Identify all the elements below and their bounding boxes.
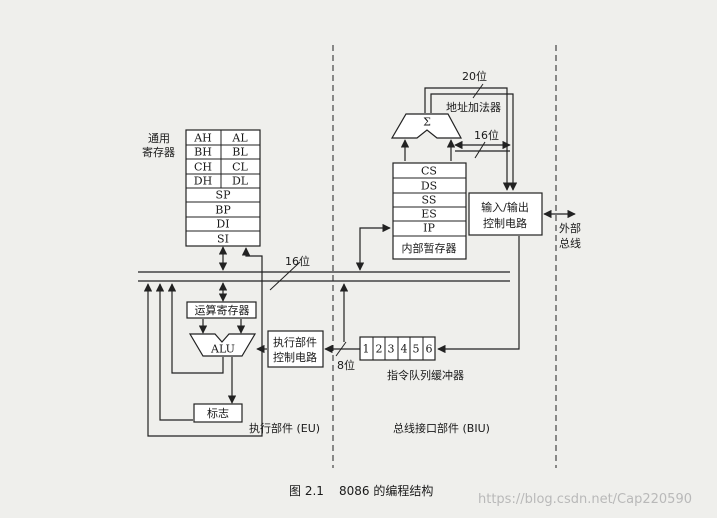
- bits20-label: 20位: [462, 69, 487, 83]
- queue-label: 指令队列缓冲器: [387, 368, 464, 382]
- reg-cl: CL: [232, 161, 248, 174]
- eu-label: 执行部件 (EU): [249, 421, 320, 435]
- queue-1: 1: [363, 343, 370, 356]
- alu: [188, 333, 257, 357]
- segment-registers: CS DS SS ES IP 内部暂存器: [392, 162, 467, 260]
- caption-title: 8086 的编程结构: [339, 483, 433, 498]
- io-control: [468, 192, 543, 236]
- bus-16bit-label: 16位: [285, 254, 310, 268]
- reg-bp: BP: [215, 204, 231, 217]
- eu-control-line1: 执行部件: [273, 335, 317, 349]
- reg-ds: DS: [421, 180, 437, 193]
- address-adder: [390, 113, 463, 139]
- reg-si: SI: [217, 233, 229, 246]
- queue-6: 6: [426, 343, 433, 356]
- general-regs-label-1: 通用: [148, 132, 170, 145]
- reg-ss: SS: [422, 194, 437, 207]
- instruction-queue: 1 2 3 4 5 6 指令队列缓冲器: [359, 336, 464, 382]
- eu-control-line2: 控制电路: [273, 350, 317, 364]
- reg-sp: SP: [216, 189, 232, 202]
- queue-3: 3: [388, 343, 395, 356]
- reg-di: DI: [216, 218, 229, 231]
- io-control-line1: 输入/输出: [481, 200, 529, 214]
- io-control-line2: 控制电路: [483, 216, 527, 230]
- reg-al: AL: [231, 132, 248, 145]
- bits8-label: 8位: [337, 358, 355, 372]
- reg-ch: CH: [194, 161, 212, 174]
- reg-ip: IP: [423, 222, 435, 235]
- reg-cs: CS: [421, 165, 437, 178]
- op-register: [186, 301, 257, 319]
- queue-2: 2: [376, 343, 383, 356]
- flags-register: [193, 403, 243, 423]
- reg-bh: BH: [194, 146, 212, 159]
- adder-label: 地址加法器: [446, 100, 501, 114]
- watermark: https://blog.csdn.net/Cap220590: [478, 492, 692, 507]
- caption-number: 图 2.1: [289, 484, 324, 498]
- op-register-label: 运算寄存器: [195, 303, 250, 317]
- queue-4: 4: [401, 343, 408, 356]
- internal-regs-label: 内部暂存器: [402, 241, 457, 255]
- reg-ah: AH: [193, 132, 212, 145]
- external-bus-line1: 外部: [559, 221, 581, 235]
- alu-label: ALU: [210, 343, 235, 356]
- external-bus-line2: 总线: [559, 236, 581, 250]
- general-regs-label-2: 寄存器: [142, 145, 175, 159]
- flags-label: 标志: [207, 406, 229, 420]
- reg-es: ES: [421, 208, 437, 221]
- reg-dh: DH: [194, 175, 212, 188]
- internal-bus: 16位: [138, 254, 510, 291]
- biu-label: 总线接口部件 (BIU): [393, 421, 490, 435]
- general-registers: 通用 寄存器 AH AL BH BL CH CL DH DL SP BP DI …: [142, 129, 261, 247]
- adder-symbol: Σ: [423, 116, 431, 129]
- bits16-top-label: 16位: [474, 128, 499, 142]
- queue-5: 5: [413, 343, 420, 356]
- reg-dl: DL: [232, 175, 249, 188]
- eu-control: [267, 330, 324, 368]
- reg-bl: BL: [232, 146, 248, 159]
